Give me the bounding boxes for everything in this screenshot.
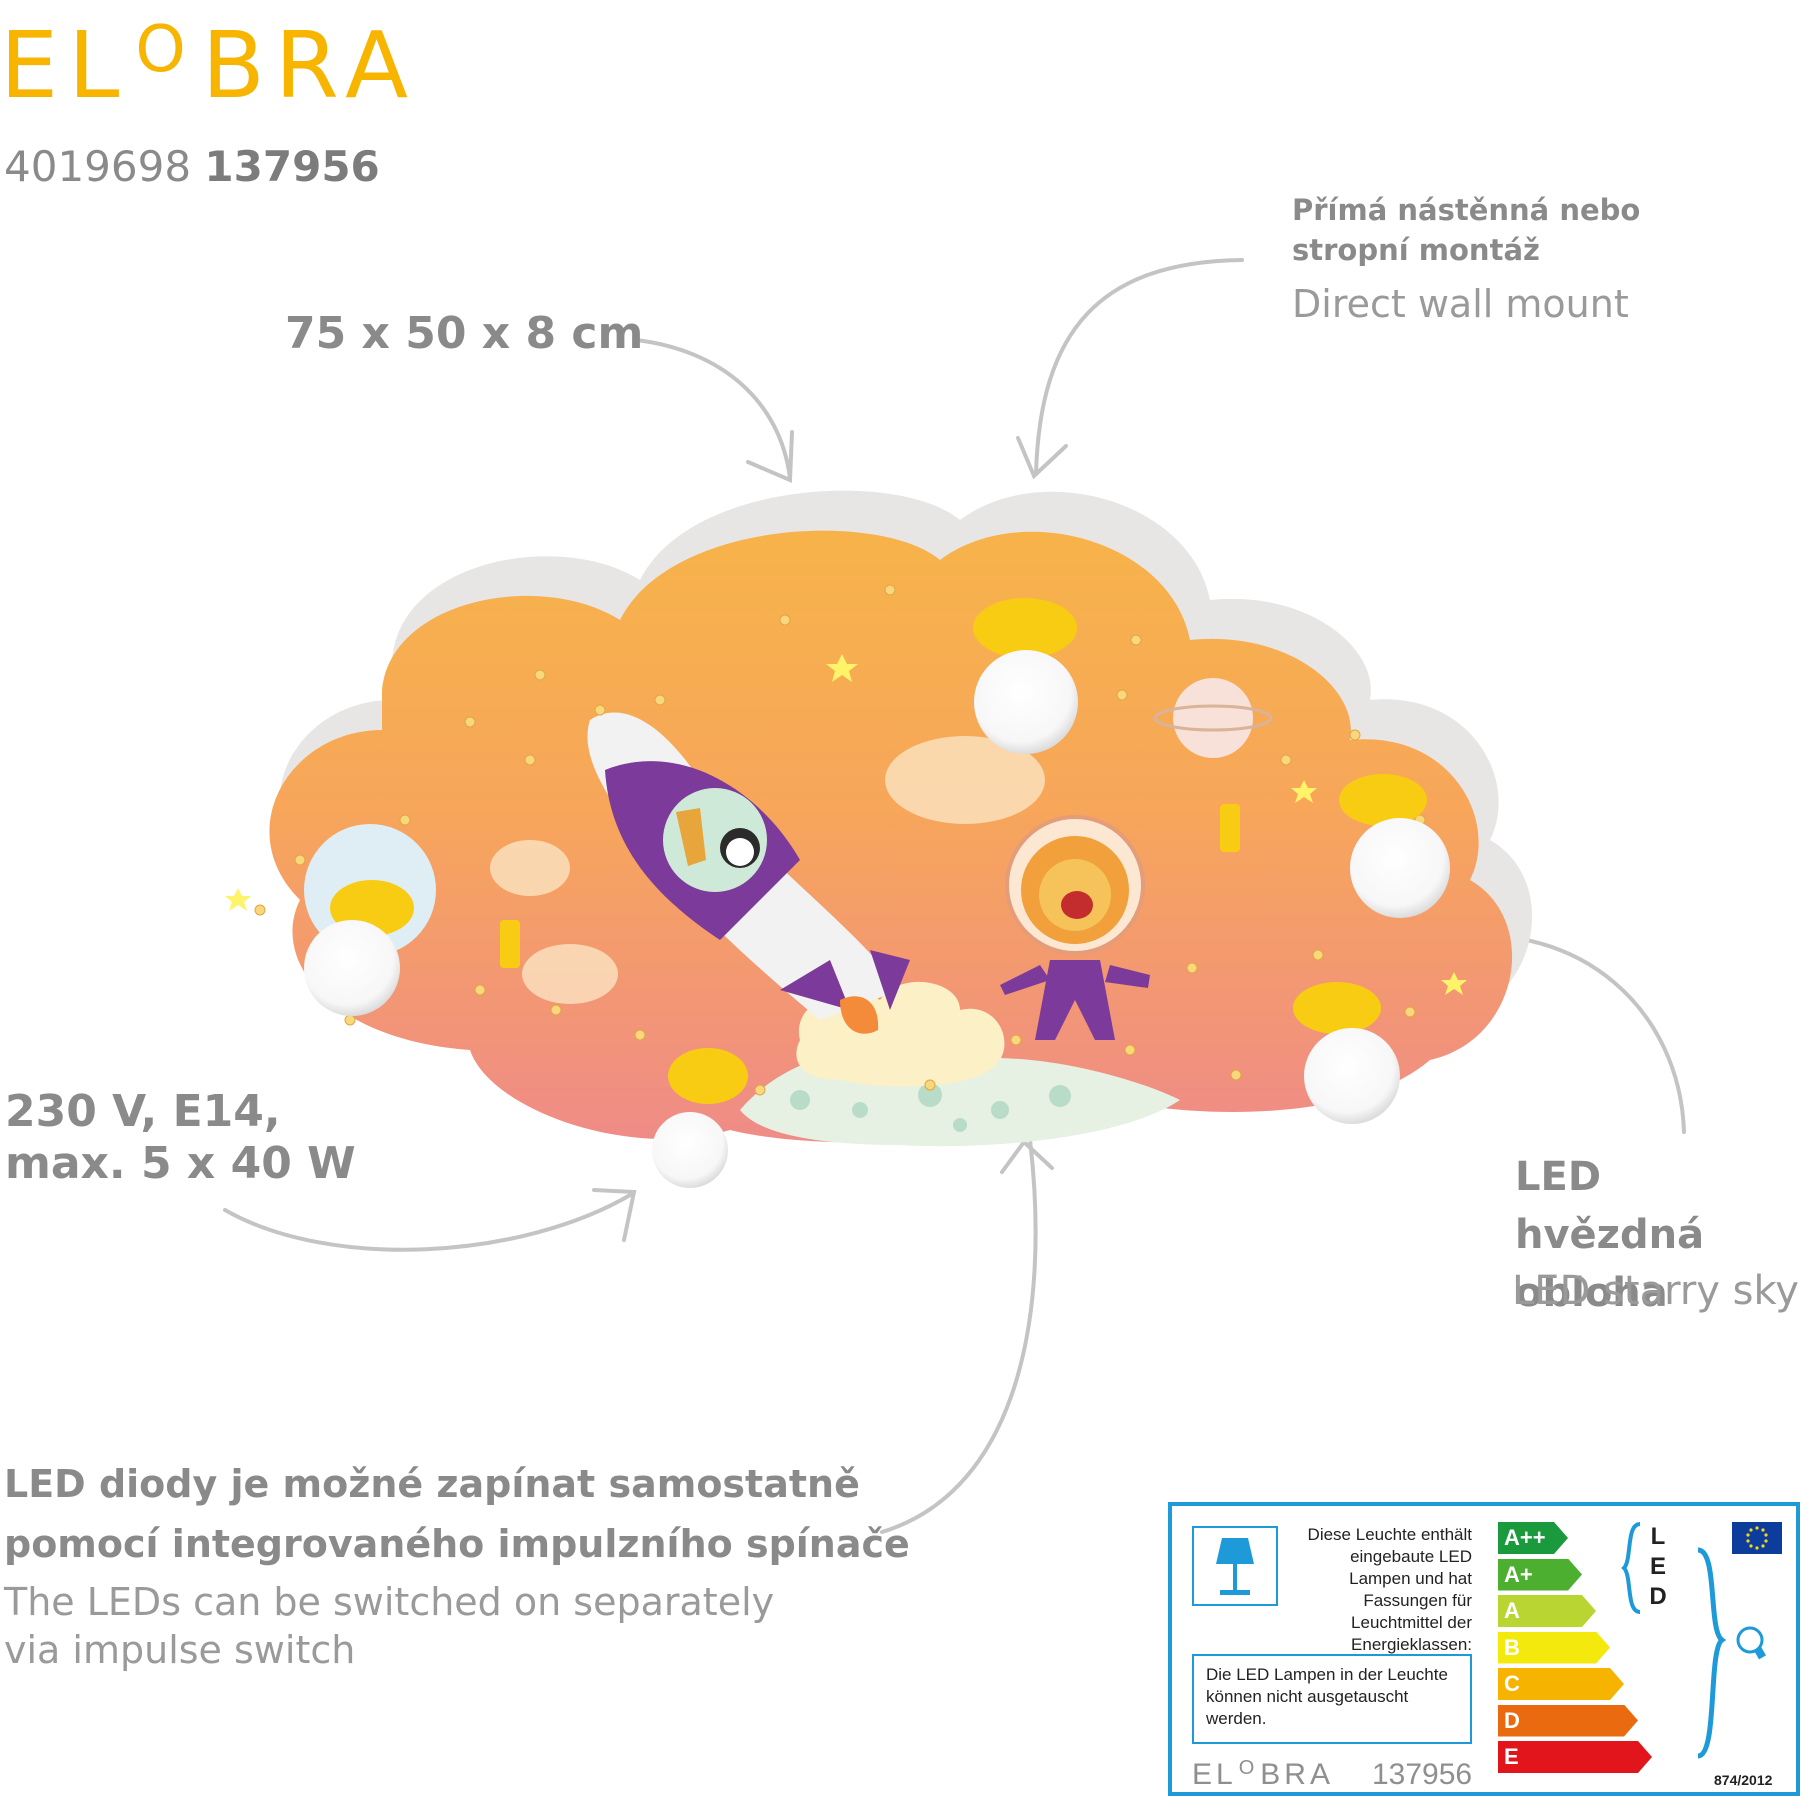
- starry-sky-label-cz: LED hvězdná obloha: [1515, 1154, 1705, 1316]
- texture-patch: [490, 840, 570, 896]
- led-letters: L E D: [1649, 1523, 1667, 1610]
- printed-stars: [225, 654, 1467, 995]
- arrow-dimensions-head: [746, 430, 794, 483]
- led-stars: [254, 584, 1448, 1096]
- lion-astronaut: [1000, 815, 1150, 1040]
- article-number: 137956: [204, 142, 380, 191]
- power-label: 230 V, E14, max. 5 x 40 W: [5, 1086, 356, 1189]
- texture-patch: [522, 944, 618, 1004]
- arrow-power-head: [592, 1188, 637, 1242]
- arrow-mount-head: [1016, 436, 1068, 480]
- energy-label-text: Diese Leuchte enthält eingebaute LED Lam…: [1307, 1525, 1472, 1654]
- energy-class-aplus: A+: [1498, 1558, 1582, 1591]
- energy-class-c: C: [1498, 1668, 1624, 1700]
- rocket: [587, 712, 910, 1034]
- starry-sky-label-en: LED starry sky: [1512, 1268, 1799, 1314]
- energy-class-e: E: [1498, 1741, 1652, 1773]
- article-codes: 4019698 137956: [4, 142, 380, 191]
- moon-craters: [790, 1083, 1071, 1132]
- light-socket-5: [304, 880, 414, 1016]
- bulb: [652, 1112, 728, 1188]
- ean-prefix: 4019698: [4, 142, 192, 191]
- arrow-mount: [1034, 258, 1244, 476]
- energy-label-brackets: [1621, 1522, 1766, 1759]
- eu-flag-icon: [1732, 1522, 1782, 1554]
- regulation-number: 874/2012: [1714, 1772, 1773, 1788]
- light-socket-4: [652, 1048, 748, 1188]
- lamp-icon: [1192, 1526, 1278, 1606]
- bulb: [304, 920, 400, 1016]
- dimensions-label: 75 x 50 x 8 cm: [285, 308, 644, 359]
- light-socket-1: [973, 598, 1078, 754]
- bulb: [1304, 1028, 1400, 1124]
- energy-class-d: D: [1498, 1704, 1638, 1737]
- energy-class-b: B: [1498, 1631, 1610, 1664]
- mount-label-en: Direct wall mount: [1292, 282, 1629, 326]
- bulb-icon: [1736, 1626, 1764, 1654]
- brand-logo: ELOBRA: [0, 12, 419, 119]
- texture-patch: [885, 736, 1045, 824]
- mount-label-cz: Přímá nástěnná nebo stropní montáž: [1292, 193, 1641, 267]
- arrow-power: [223, 1192, 634, 1252]
- energy-class-a: A: [1498, 1595, 1596, 1627]
- light-socket-3: [1293, 982, 1400, 1124]
- energy-label-article: 137956: [1372, 1758, 1473, 1791]
- bulb: [1350, 818, 1450, 918]
- energy-class-aplusplus: A++: [1498, 1522, 1568, 1554]
- impulse-switch-label-cz: LED diody je možné zapínat samostatně po…: [4, 1462, 910, 1566]
- ringed-planet: [1153, 678, 1273, 758]
- arrow-dimensions: [634, 338, 792, 480]
- wooden-pegs: [500, 804, 1240, 968]
- arrow-switch: [880, 1138, 1038, 1534]
- light-socket-2: [1339, 774, 1450, 918]
- bulb: [974, 650, 1078, 754]
- arrow-switch-head: [1000, 1139, 1054, 1174]
- energy-label: Diese Leuchte enthält eingebaute LED Lam…: [1168, 1502, 1800, 1796]
- energy-label-note: Die LED Lampen in der Leuchte können nic…: [1192, 1654, 1472, 1744]
- impulse-switch-label-en: The LEDs can be switched on separately v…: [4, 1580, 775, 1672]
